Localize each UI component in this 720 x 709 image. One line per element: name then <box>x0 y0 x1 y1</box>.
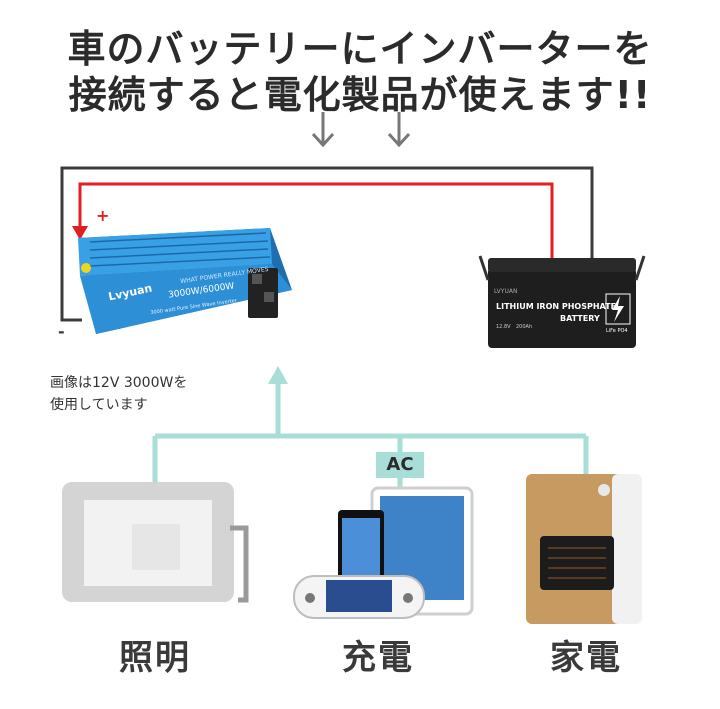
battery-line-2: BATTERY <box>560 314 600 323</box>
floodlight-device <box>62 482 249 603</box>
battery-brand: LVYUAN <box>494 288 518 295</box>
positive-wire <box>78 182 554 268</box>
heater-device <box>526 474 642 624</box>
arrow-down-icon <box>387 112 411 148</box>
positive-label: + <box>96 206 110 225</box>
battery-device <box>478 255 646 348</box>
image-note-line-1: 画像は12V 3000Wを <box>50 375 188 391</box>
caption-lighting: 照明 <box>119 638 191 678</box>
arrow-down-icon <box>311 112 335 148</box>
image-note-line-2: 使用しています <box>50 397 148 413</box>
heater-knob <box>598 484 610 496</box>
caption-appliances: 家電 <box>550 638 622 678</box>
caption-charging: 充電 <box>342 638 414 678</box>
ac-up-arrow-icon <box>268 366 288 384</box>
negative-label: - <box>58 322 65 341</box>
inverter-device <box>78 228 292 334</box>
positive-arrow-icon <box>72 226 88 240</box>
headline-line-1: 車のバッテリーにインバーターを <box>67 27 653 71</box>
battery-line-1: LITHIUM IRON PHOSPHATE <box>496 302 617 311</box>
image-note: 画像は12V 3000Wを 使用しています <box>50 372 187 416</box>
charging-devices <box>293 486 474 619</box>
lightning-icon <box>612 296 624 322</box>
battery-chem-badge: LiFe PO4 <box>606 328 628 334</box>
battery-capacity: 200Ah <box>516 324 533 330</box>
ac-badge: AC <box>376 452 424 478</box>
headline-line-2: 接続すると電化製品が使えます!! <box>68 73 652 117</box>
ac-distribution-lines <box>152 378 589 488</box>
battery-voltage: 12.8V <box>496 324 511 330</box>
negative-wire <box>60 166 594 322</box>
